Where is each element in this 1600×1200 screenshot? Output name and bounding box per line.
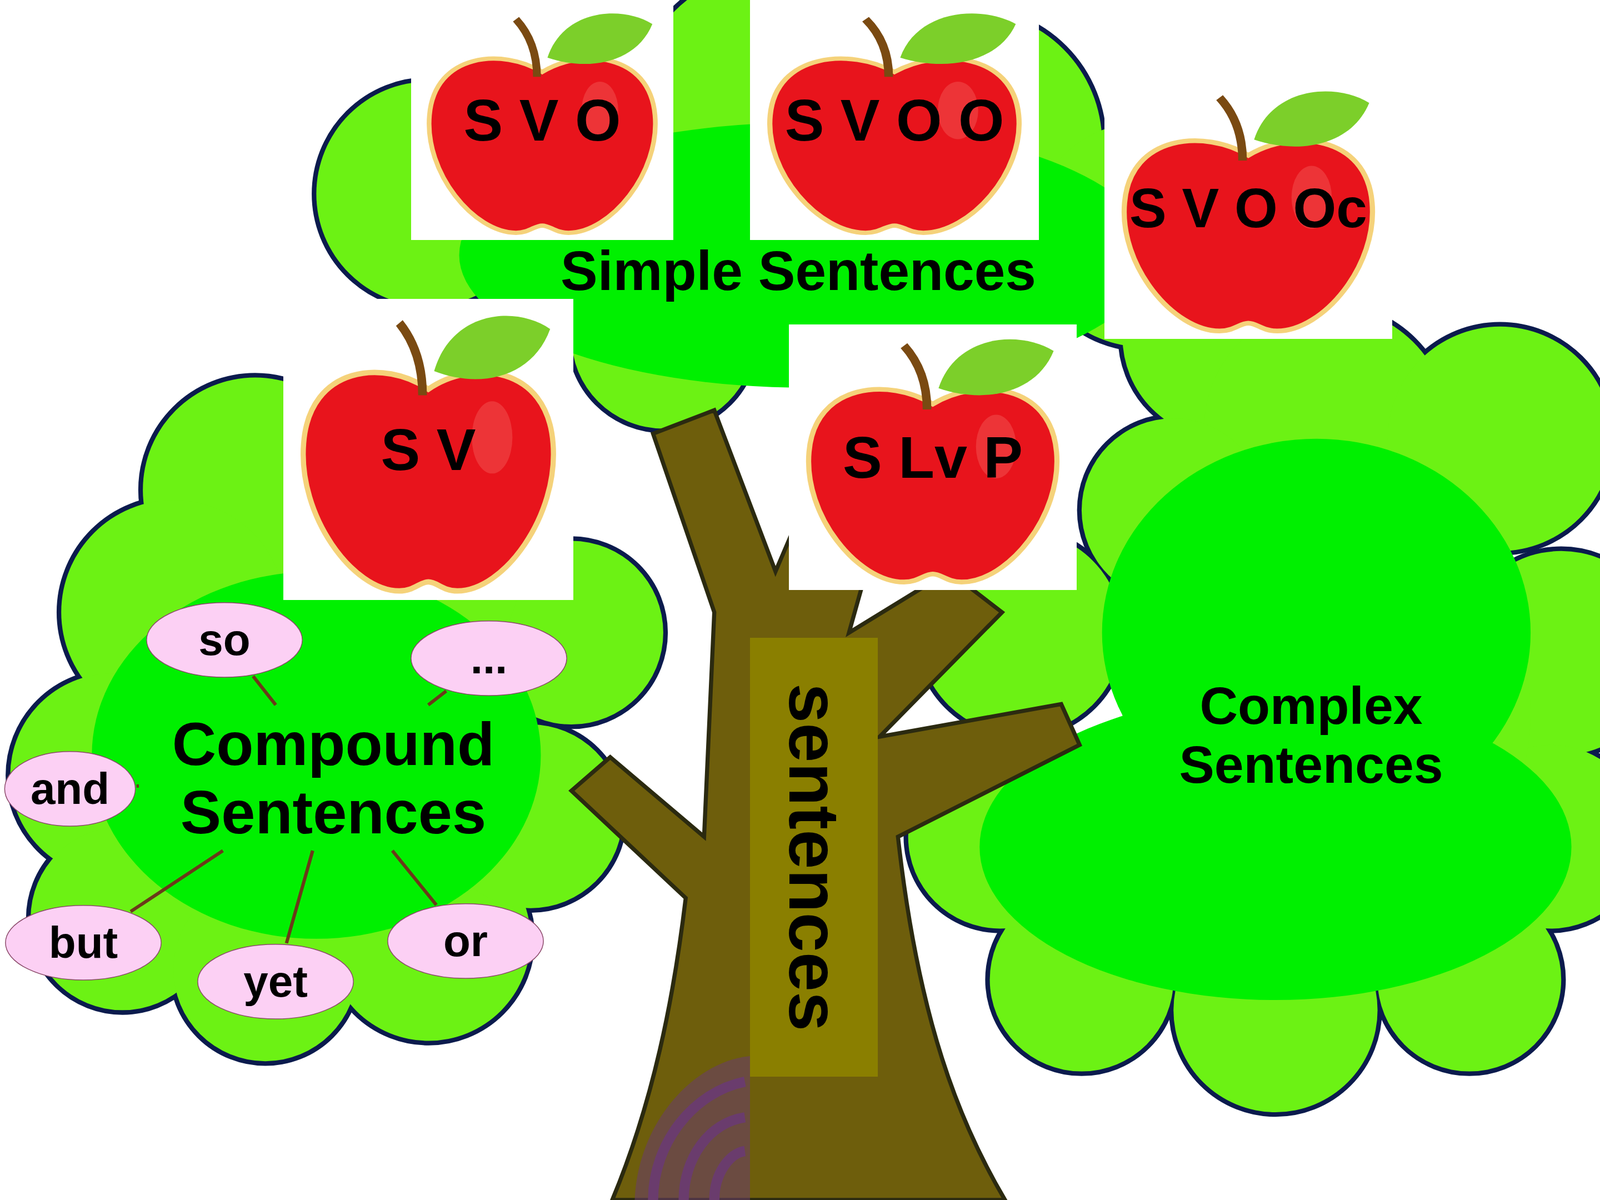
connector-line xyxy=(136,784,139,788)
node-text: S V O xyxy=(463,87,622,154)
connector-line xyxy=(130,850,223,912)
apple-node: S V O Oc xyxy=(1104,76,1393,339)
conjunction-ellipse: ... xyxy=(409,619,569,698)
node-text: and xyxy=(30,763,110,814)
node-text: ... xyxy=(470,633,508,684)
branch-label: Simple Sentences xyxy=(553,232,1043,309)
branch-label: Complex Sentences xyxy=(1116,670,1506,800)
connector-line xyxy=(392,850,437,905)
conjunction-ellipse: yet xyxy=(196,942,355,1021)
node-text: or xyxy=(443,916,488,967)
branch-label: Compound Sentences xyxy=(138,705,528,851)
connector-line xyxy=(428,691,447,705)
node-text: yet xyxy=(243,956,308,1007)
node-text: S V O Oc xyxy=(1129,176,1368,239)
node-text: sentences xyxy=(778,683,850,1032)
trunk-label: sentences xyxy=(750,637,878,1077)
apple-node: S V O O xyxy=(750,0,1039,240)
connector-line xyxy=(253,676,277,705)
node-text: Compound Sentences xyxy=(138,709,528,847)
conjunction-ellipse: and xyxy=(3,750,137,828)
apple-node: S Lv P xyxy=(788,324,1077,590)
node-text: Complex Sentences xyxy=(1116,676,1506,795)
connector-line xyxy=(286,850,313,944)
apple-node: S V O xyxy=(411,0,674,240)
node-text: Simple Sentences xyxy=(560,239,1037,302)
node-text: S V O O xyxy=(785,87,1005,154)
apple-node: S V xyxy=(283,298,574,600)
node-text: so xyxy=(198,615,250,665)
node-text: S Lv P xyxy=(842,424,1023,491)
conjunction-ellipse: or xyxy=(386,902,545,980)
conjunction-ellipse: but xyxy=(3,903,163,982)
node-text: but xyxy=(48,917,118,968)
conjunction-ellipse: so xyxy=(145,601,304,679)
node-text: S V xyxy=(381,416,477,483)
